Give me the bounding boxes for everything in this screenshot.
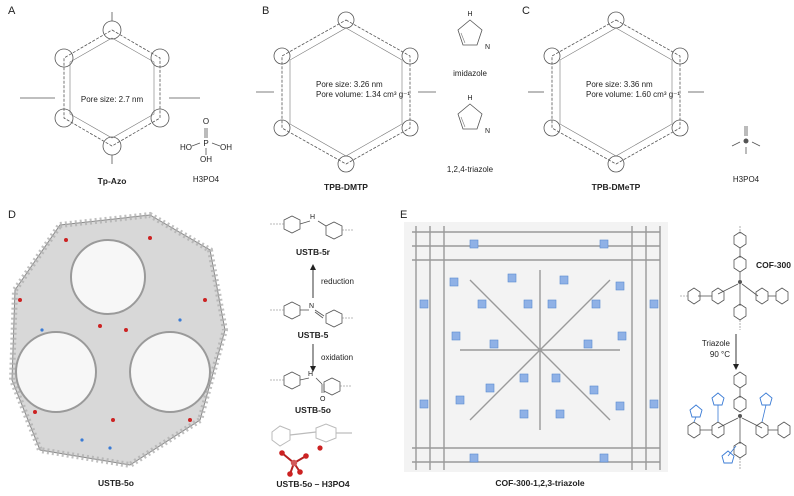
panel-a: A Pore size: 2.7 nm Tp-Azo O P bbox=[8, 5, 232, 186]
ustb-5o-label: USTB-5o bbox=[295, 405, 331, 415]
ustb-reaction-scheme: H USTB-5r reduction N USTB-5 oxidation bbox=[270, 214, 354, 489]
ustb-5o-o: O bbox=[320, 396, 326, 403]
reduction-label: reduction bbox=[321, 277, 354, 286]
acid-a-oh-bottom: OH bbox=[200, 155, 212, 164]
acid-a-o-top: O bbox=[203, 117, 209, 126]
tpb-dmtp-name: TPB-DMTP bbox=[324, 182, 368, 192]
tpb-dmtp-pore-volume: Pore volume: 1.34 cm³ g⁻¹ bbox=[316, 90, 410, 99]
tp-azo-name: Tp-Azo bbox=[98, 176, 127, 186]
panel-c-letter: C bbox=[522, 5, 530, 17]
panel-d-letter: D bbox=[8, 209, 16, 221]
panel-e-letter: E bbox=[400, 209, 407, 221]
triazole-label: 1,2,4-triazole bbox=[447, 165, 494, 174]
ustb-5o-name: USTB-5o bbox=[98, 478, 134, 488]
ustb-5-molecule: N bbox=[270, 301, 354, 328]
triazole-nh: H bbox=[467, 95, 472, 102]
ustb-5o-nh: H bbox=[308, 371, 313, 378]
tp-azo-hexagon-framework bbox=[20, 12, 200, 164]
tp-azo-pore-size: Pore size: 2.7 nm bbox=[81, 95, 144, 104]
imidazole-n: N bbox=[485, 44, 490, 51]
tpb-dmetp-pore-volume: Pore volume: 1.60 cm³ g⁻¹ bbox=[586, 90, 680, 99]
imidazole-structure: H N bbox=[457, 11, 490, 51]
ustb-5r-nh: H bbox=[310, 214, 315, 221]
ustb-5r-molecule: H bbox=[270, 214, 354, 240]
panel-a-letter: A bbox=[8, 5, 16, 17]
oxidation-label: oxidation bbox=[321, 353, 353, 362]
imidazole-nh: H bbox=[467, 11, 472, 18]
triazole-reagent-label: Triazole bbox=[702, 339, 731, 348]
triazole-n: N bbox=[485, 128, 490, 135]
ustb-5r-label: USTB-5r bbox=[296, 247, 331, 257]
tpb-dmetp-pore-size: Pore size: 3.36 nm bbox=[586, 80, 653, 89]
acid-c-formula: H3PO4 bbox=[733, 175, 760, 184]
tpb-dmetp-name: TPB-DMeTP bbox=[592, 182, 641, 192]
acid-a-formula: H3PO4 bbox=[193, 175, 220, 184]
ustb-5o-molecule: H O bbox=[270, 371, 352, 403]
triazole-structure: H N bbox=[457, 95, 490, 135]
tpb-dmtp-hexagon-framework bbox=[256, 11, 436, 173]
phosphoric-acid-structure-c bbox=[731, 126, 761, 154]
cof-300-triazole-name: COF-300-1,2,3-triazole bbox=[495, 478, 585, 488]
reaction-temperature-label: 90 °C bbox=[710, 350, 730, 359]
panel-c: C Pore size: 3.36 nm Pore volume: 1.60 c… bbox=[522, 5, 761, 192]
ustb-5o-crystal-structure bbox=[8, 211, 229, 469]
cof-300-triazole-crystal-structure bbox=[404, 222, 668, 472]
cof-300-label: COF-300 bbox=[756, 260, 791, 270]
panel-b: B Pore size: 3.26 nm Pore volume: 1.34 c… bbox=[256, 5, 494, 192]
ustb-5-n: N bbox=[309, 303, 314, 310]
ustb-5o-h3po4-label: USTB-5o – H3PO4 bbox=[276, 479, 349, 489]
ustb-5o-h3po4-complex bbox=[271, 423, 352, 477]
acid-a-oh-left: HO bbox=[180, 143, 192, 152]
panel-e: E bbox=[400, 209, 791, 488]
panel-b-letter: B bbox=[262, 5, 269, 17]
ustb-5-label: USTB-5 bbox=[298, 330, 329, 340]
acid-a-oh-right: OH bbox=[220, 143, 232, 152]
tpb-dmtp-pore-size: Pore size: 3.26 nm bbox=[316, 80, 383, 89]
cof-300-triazole-product-molecule bbox=[687, 371, 791, 470]
phosphoric-acid-structure-a: O P HO OH OH bbox=[180, 117, 232, 164]
cof-300-molecule bbox=[680, 226, 789, 330]
acid-a-p: P bbox=[203, 139, 208, 148]
tpb-dmetp-hexagon-framework bbox=[528, 11, 704, 173]
panel-d: D USTB-5o bbox=[8, 209, 354, 489]
imidazole-label: imidazole bbox=[453, 69, 487, 78]
